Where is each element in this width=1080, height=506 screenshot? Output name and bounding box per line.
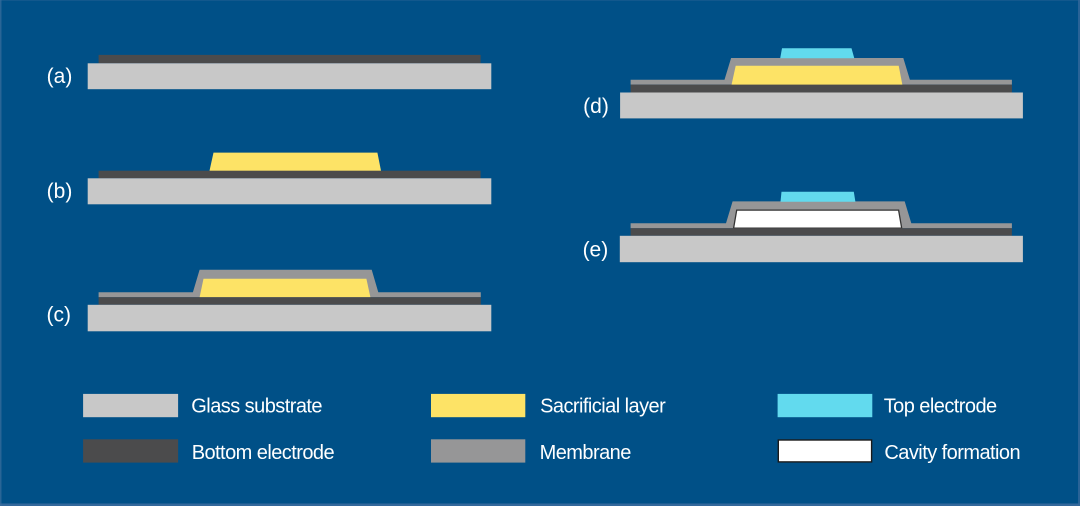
svg-text:Membrane: Membrane — [540, 442, 632, 464]
svg-text:(a): (a) — [47, 65, 73, 88]
svg-text:(c): (c) — [47, 303, 72, 326]
svg-text:(b): (b) — [47, 180, 73, 203]
svg-text:Sacrificial layer: Sacrificial layer — [540, 396, 666, 418]
svg-text:(e): (e) — [583, 238, 609, 261]
svg-text:Glass substrate: Glass substrate — [191, 396, 322, 418]
svg-text:Top electrode: Top electrode — [884, 396, 997, 418]
svg-text:(d): (d) — [583, 95, 609, 118]
svg-text:Bottom electrode: Bottom electrode — [192, 442, 335, 464]
svg-text:Cavity formation: Cavity formation — [884, 442, 1020, 464]
